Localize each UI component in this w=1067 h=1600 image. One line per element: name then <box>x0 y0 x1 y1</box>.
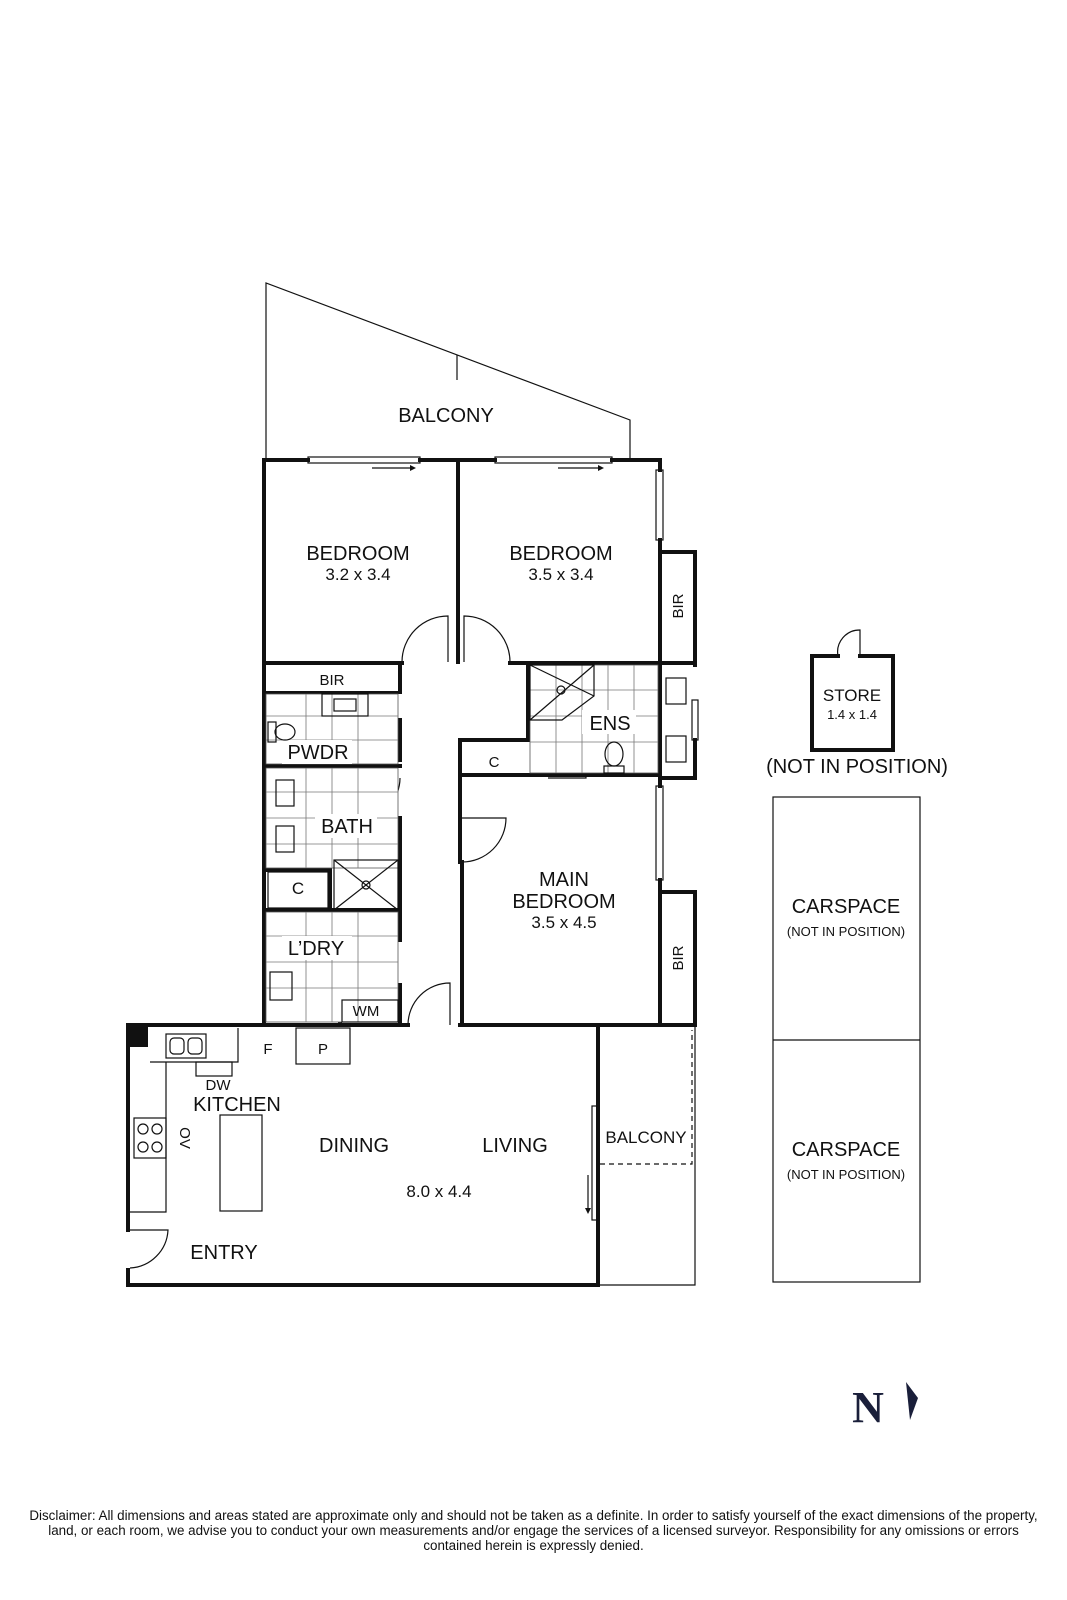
bir-right-upper-label: BIR <box>670 593 687 618</box>
carspace-2-label: CARSPACE <box>792 1139 901 1161</box>
interior-walls <box>262 458 697 1027</box>
kitchen-label: KITCHEN <box>193 1094 281 1116</box>
pwdr-label: PWDR <box>287 742 348 764</box>
tiled-wet-areas <box>265 664 659 1023</box>
carspaces: CARSPACE (NOT IN POSITION) CARSPACE (NOT… <box>772 796 921 1283</box>
dining-label: DINING <box>319 1135 389 1157</box>
carspace-1-label: CARSPACE <box>792 896 901 918</box>
sliding-doors-top <box>307 456 613 471</box>
north-arrow: N <box>852 1382 918 1432</box>
disclaimer-text: Disclaimer: All dimensions and areas sta… <box>29 1508 1038 1553</box>
bedroom-left-name: BEDROOM <box>306 543 409 565</box>
main-bedroom-name-1: MAIN <box>539 869 589 891</box>
carspace-1-note: (NOT IN POSITION) <box>787 924 905 939</box>
bedroom-left-size: 3.2 x 3.4 <box>325 565 390 584</box>
bir-top-label: BIR <box>319 672 344 689</box>
dishwasher-label: DW <box>206 1077 232 1094</box>
ensuite-label: ENS <box>589 713 630 735</box>
bath-cupboard-label: C <box>292 879 304 898</box>
store-unit: STORE 1.4 x 1.4 (NOT IN POSITION) <box>766 654 948 778</box>
bath-label: BATH <box>321 816 373 838</box>
store-label: STORE <box>823 686 881 705</box>
windows-right <box>655 469 699 881</box>
bedroom-right-name: BEDROOM <box>509 543 612 565</box>
entry-label: ENTRY <box>190 1242 257 1264</box>
fridge-label: F <box>263 1041 272 1058</box>
living-label: LIVING <box>482 1135 548 1157</box>
north-arrow-icon <box>906 1382 918 1420</box>
fixtures <box>128 664 696 1286</box>
pantry-label: P <box>318 1041 328 1058</box>
living-size: 8.0 x 4.4 <box>406 1182 471 1201</box>
balcony-top-area: BALCONY <box>265 282 631 460</box>
door-swings <box>129 615 861 1269</box>
main-bedroom-name-2: BEDROOM <box>512 891 615 913</box>
store-not-in-position: (NOT IN POSITION) <box>766 756 948 778</box>
exterior-walls <box>126 458 697 1287</box>
bir-right-lower-label: BIR <box>670 945 687 970</box>
balcony-small-label: BALCONY <box>605 1128 686 1147</box>
room-labels: BEDROOM 3.2 x 3.4 BEDROOM 3.5 x 3.4 BIR … <box>176 543 687 1264</box>
oven-label: OV <box>176 1127 193 1149</box>
washing-machine-label: WM <box>353 1003 380 1020</box>
north-letter: N <box>852 1383 884 1432</box>
balcony-top-label: BALCONY <box>398 405 494 427</box>
laundry-label: L’DRY <box>288 938 344 960</box>
ensuite-cupboard-label: C <box>489 754 500 771</box>
main-bedroom-size: 3.5 x 4.5 <box>531 913 596 932</box>
bedroom-right-size: 3.5 x 3.4 <box>528 565 593 584</box>
store-size: 1.4 x 1.4 <box>827 707 877 722</box>
carspace-2-note: (NOT IN POSITION) <box>787 1167 905 1182</box>
